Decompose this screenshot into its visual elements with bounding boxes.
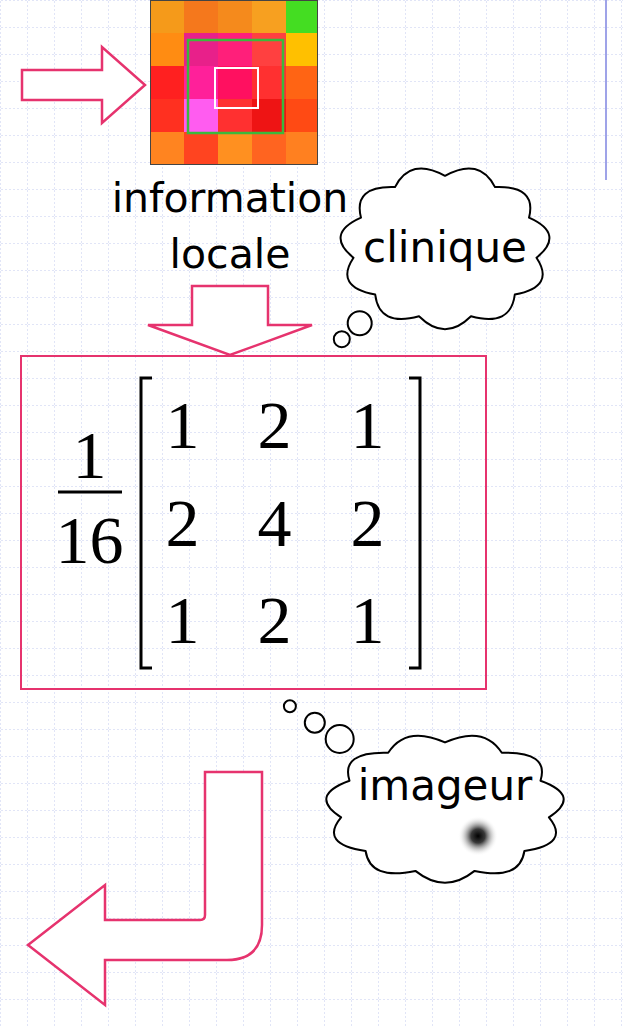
cloud-outline (320, 728, 570, 888)
block-arrow (148, 286, 312, 355)
matrix-cell: 4 (258, 489, 292, 557)
matrix-cell: 2 (258, 391, 292, 459)
cloud-text: imageur (358, 765, 533, 807)
matrix-cell: 1 (351, 391, 385, 459)
matrix-cell: 2 (258, 586, 292, 654)
thought-bubbles (284, 700, 354, 753)
matrix-cell: 1 (166, 586, 200, 654)
margin-line (605, 0, 607, 180)
thought-cloud: imageur (320, 728, 570, 888)
matrix-cell: 2 (166, 489, 200, 557)
thought-cloud: clinique (335, 160, 555, 335)
fraction-number: 16 (56, 506, 124, 574)
input-arrow (22, 47, 145, 123)
pixel-image (150, 0, 318, 165)
return-arrow (28, 772, 262, 1005)
fraction-number: 1 (73, 421, 107, 489)
image-caption-node: information locale (90, 0, 370, 282)
blur-spot (458, 816, 498, 856)
matrix-cell: 1 (166, 391, 200, 459)
matrix-cell: 2 (351, 489, 385, 557)
caption-text: information locale (90, 170, 370, 282)
matrix-cell: 1 (351, 586, 385, 654)
kernel-box: 116121242121 (20, 355, 487, 690)
cloud-text: clinique (363, 227, 527, 269)
thought-bubbles (334, 311, 372, 347)
